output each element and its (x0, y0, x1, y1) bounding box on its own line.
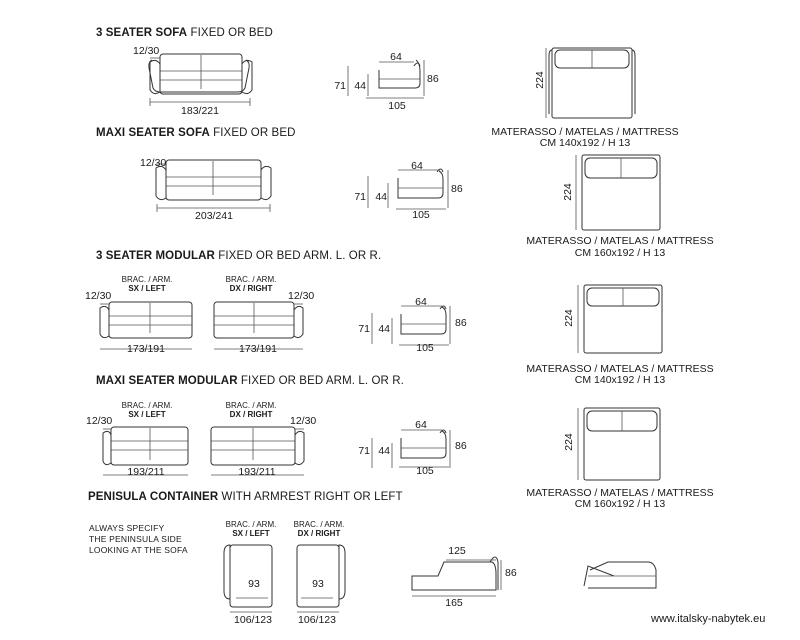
brac-right-side: DX / RIGHT (229, 284, 273, 293)
brac-right-label: BRAC. / ARM. (225, 401, 277, 410)
peninsula-plan-left (223, 544, 273, 613)
width-left-dimension: 173/191 (127, 343, 165, 355)
depth-dimension: 64 (415, 296, 427, 308)
depth-dimension: 64 (415, 419, 427, 431)
modular-front-view-maxi-seater-left (102, 426, 189, 476)
width-dimension: 183/221 (181, 105, 219, 117)
mattress-label: MATERASSO / MATELAS / MATTRESS (526, 363, 714, 375)
width-left-dimension: 193/211 (127, 466, 165, 478)
section-title-peninsula: PENISULA CONTAINER WITH ARMREST RIGHT OR… (88, 491, 403, 503)
arm-dimension: 12/30 (133, 45, 160, 57)
brac-right-label: BRAC. / ARM. (225, 275, 277, 284)
peninsula-side-view (411, 556, 502, 597)
bed-length-dimension: 224 (534, 71, 546, 89)
back-height-dimension: 71 (334, 80, 346, 92)
section-title-3-seater-modular: 3 SEATER MODULAR FIXED OR BED ARM. L. OR… (96, 250, 382, 262)
peninsula-note-line-2: THE PENINSULA SIDE (89, 534, 182, 544)
peninsula-note-line-3: LOOKING AT THE SOFA (89, 545, 188, 555)
section-title-maxi-seater-sofa: MAXI SEATER SOFA FIXED OR BED (96, 127, 296, 139)
brac-left-label: BRAC. / ARM. (121, 401, 173, 410)
back-height-dimension: 71 (358, 323, 370, 335)
mattress-size: CM 140x192 / H 13 (539, 137, 631, 149)
total-height-dimension: 86 (455, 317, 467, 329)
total-height-dimension: 86 (451, 183, 463, 195)
total-depth-dimension: 105 (412, 209, 430, 221)
modular-front-view-3-seater-left (99, 301, 193, 350)
total-depth-dimension: 105 (416, 465, 434, 477)
modular-side-view-maxi-seater (371, 429, 451, 468)
depth-dimension: 64 (390, 51, 402, 63)
seat-height-dimension: 44 (378, 445, 390, 457)
width-right-dimension: 173/191 (239, 343, 277, 355)
bed-length-dimension: 224 (563, 433, 575, 451)
brac-left-side: SX / LEFT (232, 529, 270, 538)
arm-left-dimension: 12/30 (85, 290, 112, 302)
seat-height-dimension: 44 (375, 191, 387, 203)
brac-left-label: BRAC. / ARM. (121, 275, 173, 284)
peninsula-note-line-1: ALWAYS SPECIFY (89, 523, 165, 533)
modular-bed-plan-3-seater (577, 284, 663, 354)
sofa-front-view-maxi-seater (155, 159, 272, 212)
website-url: www.italsky-nabytek.eu (651, 613, 766, 625)
peninsula-height: 86 (505, 567, 517, 579)
mattress-label: MATERASSO / MATELAS / MATTRESS (526, 487, 714, 499)
inner-width-left: 93 (248, 578, 260, 590)
brac-right-label: BRAC. / ARM. (293, 520, 345, 529)
mattress-label: MATERASSO / MATELAS / MATTRESS (526, 235, 714, 247)
sofa-side-view-3-seater (347, 59, 425, 99)
total-height-dimension: 86 (427, 73, 439, 85)
arm-right-dimension: 12/30 (288, 290, 315, 302)
mattress-size: CM 160x192 / H 13 (574, 247, 666, 259)
back-height-dimension: 71 (358, 445, 370, 457)
peninsula-total-length: 165 (445, 597, 463, 609)
peninsula-depth-left: 106/123 (234, 614, 272, 626)
seat-height-dimension: 44 (354, 80, 366, 92)
seat-height-dimension: 44 (378, 323, 390, 335)
bed-length-dimension: 224 (563, 309, 575, 327)
modular-bed-plan-maxi-seater (577, 407, 661, 481)
inner-width-right: 93 (312, 578, 324, 590)
brac-left-side: SX / LEFT (128, 410, 166, 419)
peninsula-depth-right: 106/123 (298, 614, 336, 626)
peninsula-open-view (583, 561, 657, 589)
width-dimension: 203/241 (195, 210, 233, 222)
sofa-bed-plan-maxi-seater (575, 154, 661, 231)
back-height-dimension: 71 (354, 191, 366, 203)
arm-right-dimension: 12/30 (290, 415, 317, 427)
modular-front-view-3-seater-right (213, 301, 304, 350)
total-height-dimension: 86 (455, 440, 467, 452)
peninsula-top-length: 125 (448, 545, 466, 557)
total-depth-dimension: 105 (416, 342, 434, 354)
section-title-3-seater-sofa: 3 SEATER SOFA FIXED OR BED (96, 27, 273, 39)
modular-side-view-3-seater (371, 305, 451, 346)
sofa-bed-plan-3-seater (545, 47, 636, 119)
sofa-front-view-3-seater (148, 53, 253, 106)
mattress-size: CM 160x192 / H 13 (574, 498, 666, 510)
arm-left-dimension: 12/30 (86, 415, 113, 427)
brac-left-side: SX / LEFT (128, 284, 166, 293)
section-title-maxi-seater-modular: MAXI SEATER MODULAR FIXED OR BED ARM. L.… (96, 375, 404, 387)
modular-front-view-maxi-seater-right (210, 426, 305, 476)
mattress-label: MATERASSO / MATELAS / MATTRESS (491, 126, 679, 138)
width-right-dimension: 193/211 (238, 466, 276, 478)
arm-dimension: 12/30 (140, 157, 167, 169)
total-depth-dimension: 105 (388, 100, 406, 112)
mattress-size: CM 140x192 / H 13 (574, 374, 666, 386)
bed-length-dimension: 224 (562, 183, 574, 201)
brac-right-side: DX / RIGHT (297, 529, 341, 538)
brac-left-label: BRAC. / ARM. (225, 520, 277, 529)
depth-dimension: 64 (411, 160, 423, 172)
peninsula-plan-right (296, 544, 346, 613)
sofa-side-view-maxi-seater (367, 168, 449, 210)
brac-right-side: DX / RIGHT (229, 410, 273, 419)
